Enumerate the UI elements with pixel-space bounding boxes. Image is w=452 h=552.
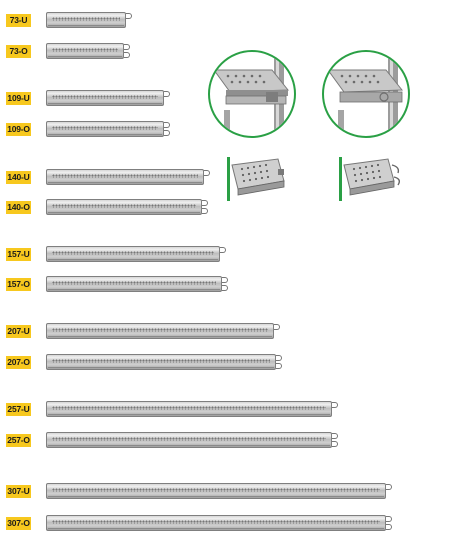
hook-icon (386, 524, 392, 530)
o-ledger-connection-detail-icon (322, 50, 410, 138)
hook-icon (332, 441, 338, 447)
size-tag: 257-U (6, 403, 31, 416)
size-tag: 207-U (6, 325, 31, 338)
steel-deck-board (46, 12, 132, 28)
deck-row-140-u: 140-U (0, 168, 230, 188)
hook-icon (222, 285, 228, 291)
size-tag: 207-O (6, 356, 31, 369)
deck-row-140-o: 140-O (0, 198, 230, 218)
steel-deck-board (46, 90, 170, 106)
steel-deck-board (46, 199, 208, 215)
deck-row-157-o: 157-O (0, 275, 240, 295)
size-tag: 109-O (6, 123, 31, 136)
hook-icon (332, 402, 338, 408)
hook-icon (124, 52, 130, 58)
hook-icon (386, 516, 392, 522)
size-tag: 109-U (6, 92, 31, 105)
deck-row-109-o: 109-O (0, 120, 220, 140)
u-ledger-connection-detail-icon (208, 50, 296, 138)
hook-icon (164, 130, 170, 136)
deck-row-73-u: 73-U (0, 11, 200, 31)
steel-deck-board (46, 354, 282, 370)
deck-row-257-o: 257-O (0, 431, 350, 451)
hook-icon (126, 13, 132, 19)
size-tag: 140-O (6, 201, 31, 214)
deck-row-207-o: 207-O (0, 353, 300, 373)
hook-icon (386, 484, 392, 490)
steel-deck-board (46, 121, 170, 137)
deck-row-257-u: 257-U (0, 400, 350, 420)
steel-deck-board (46, 401, 338, 417)
size-tag: 307-U (6, 485, 31, 498)
deck-row-307-o: 307-O (0, 514, 400, 534)
deck-row-307-u: 307-U (0, 482, 400, 502)
hook-icon (274, 324, 280, 330)
deck-row-207-u: 207-U (0, 322, 300, 342)
steel-deck-board (46, 169, 210, 185)
hook-icon (276, 363, 282, 369)
hook-icon (276, 355, 282, 361)
deck-row-73-o: 73-O (0, 42, 200, 62)
steel-deck-board (46, 323, 280, 339)
size-tag: 257-O (6, 434, 31, 447)
hook-icon (222, 277, 228, 283)
size-tag: 157-U (6, 248, 31, 261)
hook-icon (204, 170, 210, 176)
hook-icon (164, 91, 170, 97)
steel-deck-board (46, 515, 392, 531)
steel-deck-board (46, 483, 392, 499)
steel-deck-board (46, 432, 338, 448)
size-tag: 157-O (6, 278, 31, 291)
steel-deck-board (46, 246, 226, 262)
o-deck-end-photo-icon (338, 155, 401, 203)
hook-icon (332, 433, 338, 439)
size-tag: 73-O (6, 45, 31, 58)
size-tag: 140-U (6, 171, 31, 184)
hook-icon (124, 44, 130, 50)
hook-icon (164, 122, 170, 128)
size-tag: 73-U (6, 14, 31, 27)
size-tag: 307-O (6, 517, 31, 530)
steel-deck-board (46, 276, 228, 292)
hook-icon (202, 208, 208, 214)
u-deck-end-photo-icon (226, 155, 288, 203)
hook-icon (220, 247, 226, 253)
steel-deck-board (46, 43, 130, 59)
deck-row-109-u: 109-U (0, 89, 220, 109)
deck-row-157-u: 157-U (0, 245, 240, 265)
hook-icon (202, 200, 208, 206)
